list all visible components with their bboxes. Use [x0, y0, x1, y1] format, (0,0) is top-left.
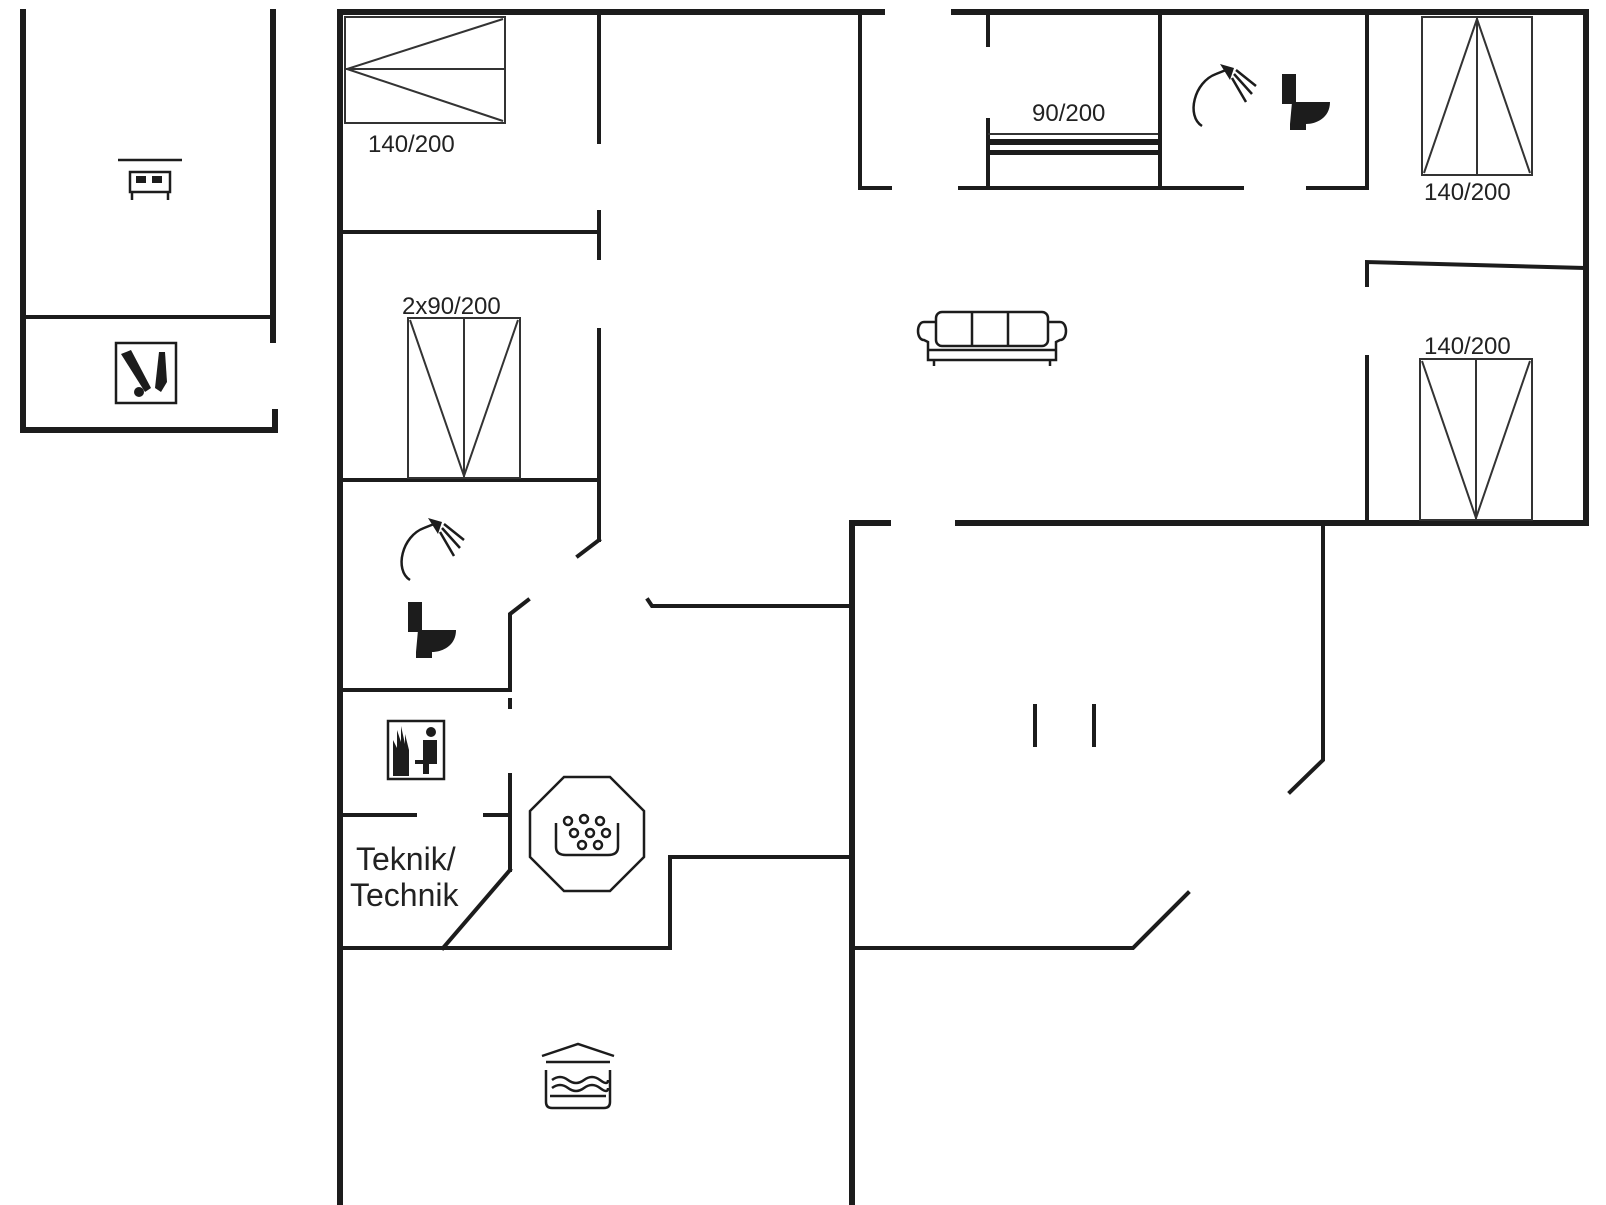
toilet-icon	[408, 602, 456, 658]
bed-size-label: 90/200	[1032, 100, 1105, 127]
bed-size-label: 140/200	[368, 131, 455, 158]
technical-room-label: Teknik/	[356, 841, 456, 877]
bed-top-right	[1421, 15, 1533, 176]
pool-icon	[541, 1042, 615, 1110]
interior-walls	[341, 13, 1586, 951]
bed-left-middle	[407, 317, 521, 480]
bed-size-label: 2x90/200	[402, 293, 501, 320]
shower-icon	[400, 518, 465, 582]
sofa-icon	[916, 310, 1068, 366]
double-bed-icon	[118, 158, 182, 200]
technical-room-label: Technik	[350, 877, 460, 913]
bed-top-left	[343, 16, 506, 124]
sauna-icon	[386, 719, 446, 781]
annex-building	[20, 9, 278, 433]
shower-icon	[1192, 64, 1257, 128]
bed-size-label: 140/200	[1424, 179, 1511, 206]
outer-walls	[337, 9, 1589, 1205]
bed-right-middle	[1419, 358, 1533, 522]
toilet-icon	[1282, 74, 1330, 130]
bed-top-middle	[988, 133, 1158, 155]
whirlpool-icon	[528, 775, 646, 893]
utility-room-icon	[114, 341, 178, 405]
bed-size-label: 140/200	[1424, 333, 1511, 360]
